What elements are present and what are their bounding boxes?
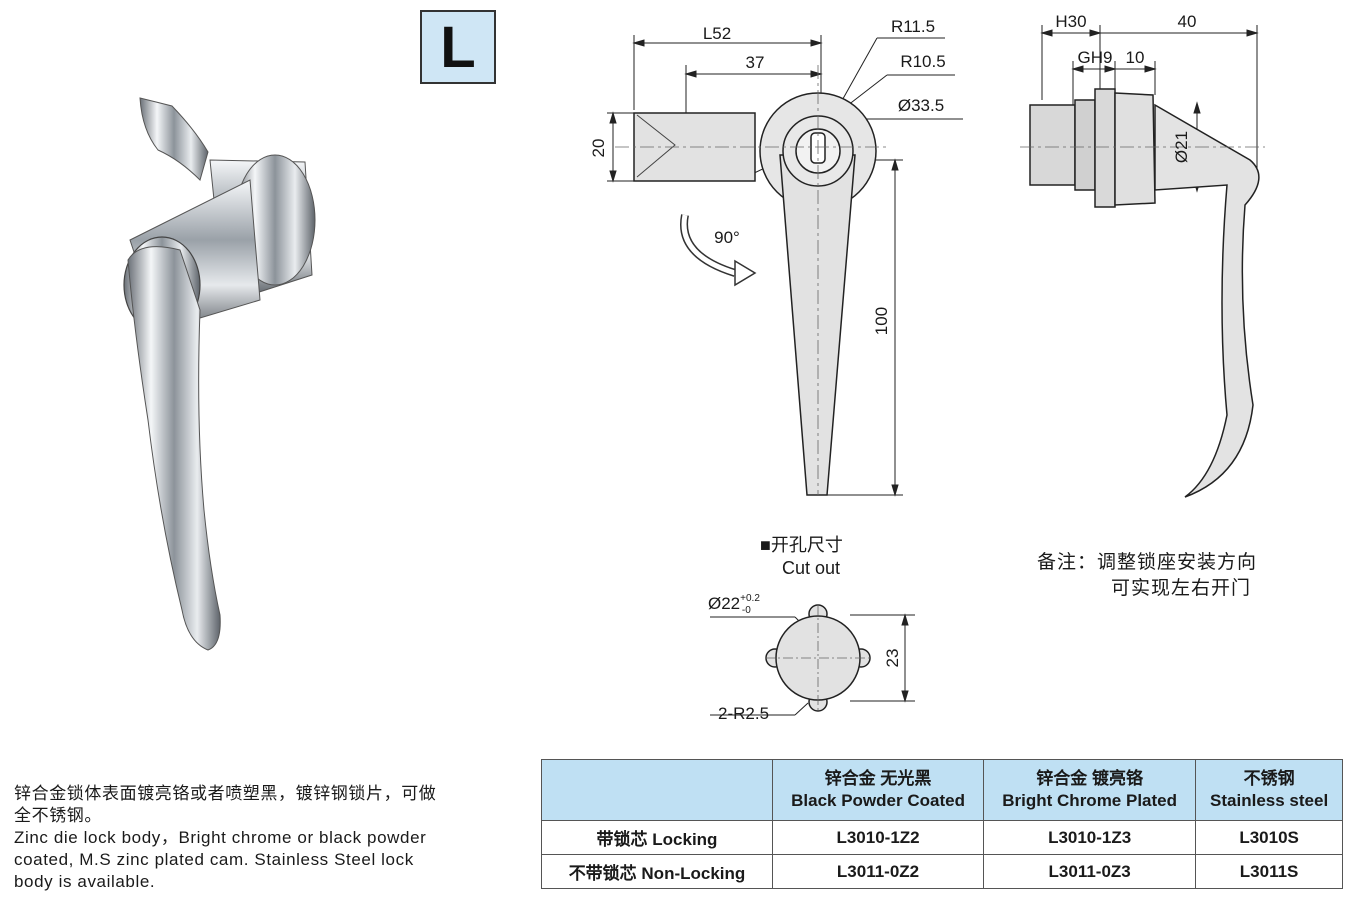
model-cell: L3010-1Z3 (983, 820, 1197, 855)
cutout-title-cn: ■开孔尺寸 (760, 535, 843, 555)
dim-r-outer: R11.5 (891, 17, 935, 36)
product-photo (123, 97, 316, 651)
row-label: 不带锁芯 Non-Locking (541, 854, 773, 889)
dim-flange: 10 (1126, 48, 1145, 67)
model-cell: L3011-0Z2 (771, 854, 985, 889)
dim-length: L52 (703, 24, 731, 43)
dim-gh: GH9 (1078, 48, 1113, 67)
dim-diameter: Ø33.5 (898, 96, 944, 115)
model-cell: L3011-0Z3 (983, 854, 1197, 889)
model-cell: L3010-1Z2 (771, 820, 985, 855)
type-badge: L (420, 10, 496, 84)
rotation-label: 90° (714, 228, 740, 247)
dim-shaft-diameter: Ø21 (1172, 131, 1191, 163)
dim-offset: 37 (746, 53, 765, 72)
dim-depth: 40 (1178, 12, 1197, 31)
dim-handle-length: 100 (872, 307, 891, 335)
table-row: 不带锁芯 Non-Locking L3011-0Z2 L3011-0Z3 L30… (541, 854, 1343, 889)
cutout-title: ■开孔尺寸 Cut out (760, 534, 880, 580)
dim-r-inner: R10.5 (900, 52, 945, 71)
note-line-2: 可实现左右开门 (1111, 578, 1252, 599)
front-view-drawing: L52 37 R11.5 R10.5 Ø33.5 20 100 90° (589, 17, 963, 497)
cutout-radius: 2-R2.5 (718, 704, 769, 723)
description-en: Zinc die lock body，Bright chrome or blac… (14, 828, 427, 891)
dim-h: H30 (1055, 12, 1086, 31)
row-label: 带锁芯 Locking (541, 820, 773, 855)
side-view-drawing: H30 40 GH9 10 Ø21 (1020, 12, 1265, 498)
cutout-diameter: Ø22+0.2-0 (708, 593, 760, 616)
product-description: 锌合金锁体表面镀亮铬或者喷塑黑，镀锌钢锁片，可做全不锈钢。 Zinc die l… (14, 783, 444, 893)
note: 备注：调整锁座安装方向 可实现左右开门 (1037, 550, 1257, 602)
cutout-title-en: Cut out (782, 558, 841, 578)
table-header-blank (541, 759, 773, 821)
description-cn: 锌合金锁体表面镀亮铬或者喷塑黑，镀锌钢锁片，可做全不锈钢。 (14, 784, 437, 825)
dim-height: 20 (589, 139, 608, 158)
table-row: 带锁芯 Locking L3010-1Z2 L3010-1Z3 L3010S (541, 820, 1343, 855)
model-cell: L3011S (1195, 854, 1343, 889)
cutout-drawing: Ø22+0.2-0 23 2-R2.5 (708, 593, 915, 723)
model-cell: L3010S (1195, 820, 1343, 855)
cutout-height: 23 (883, 649, 902, 668)
note-line-1: 备注：调整锁座安装方向 (1037, 552, 1258, 573)
